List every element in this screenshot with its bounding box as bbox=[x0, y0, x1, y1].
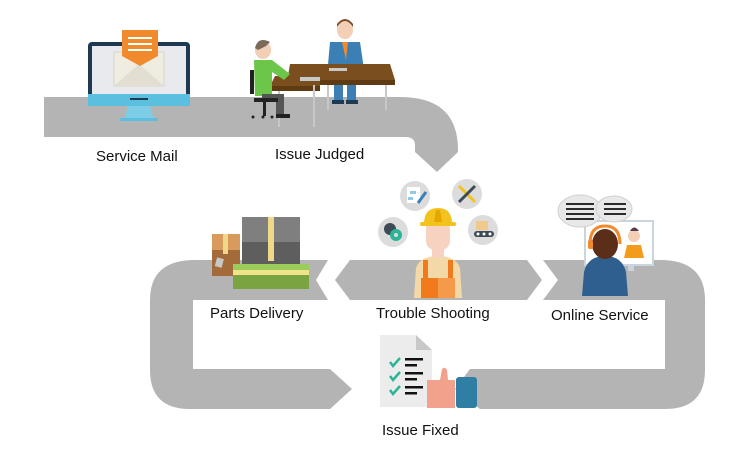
flowchart-edit-icon bbox=[400, 181, 430, 211]
path-segment-right-loop bbox=[455, 260, 705, 409]
package-boxes-icon bbox=[212, 217, 309, 289]
headset-support-agent-icon bbox=[557, 194, 654, 296]
step-label-parts-delivery: Parts Delivery bbox=[210, 305, 304, 322]
tools-icon bbox=[452, 179, 482, 209]
computer-mail-icon bbox=[88, 30, 190, 121]
step-label-online-service: Online Service bbox=[551, 307, 649, 324]
conveyor-box-icon bbox=[468, 215, 498, 245]
meeting-desk-icon bbox=[250, 19, 395, 127]
engineer-worker-icon bbox=[414, 208, 462, 298]
checklist-thumbs-up-icon bbox=[380, 335, 477, 408]
step-label-trouble-shooting: Trouble Shooting bbox=[376, 305, 490, 322]
step-label-issue-fixed: Issue Fixed bbox=[382, 422, 459, 439]
step-label-issue-judged: Issue Judged bbox=[275, 146, 365, 163]
path-segment-left-loop bbox=[150, 260, 352, 409]
gear-icon bbox=[378, 217, 408, 247]
step-label-service-mail: Service Mail bbox=[96, 148, 178, 165]
